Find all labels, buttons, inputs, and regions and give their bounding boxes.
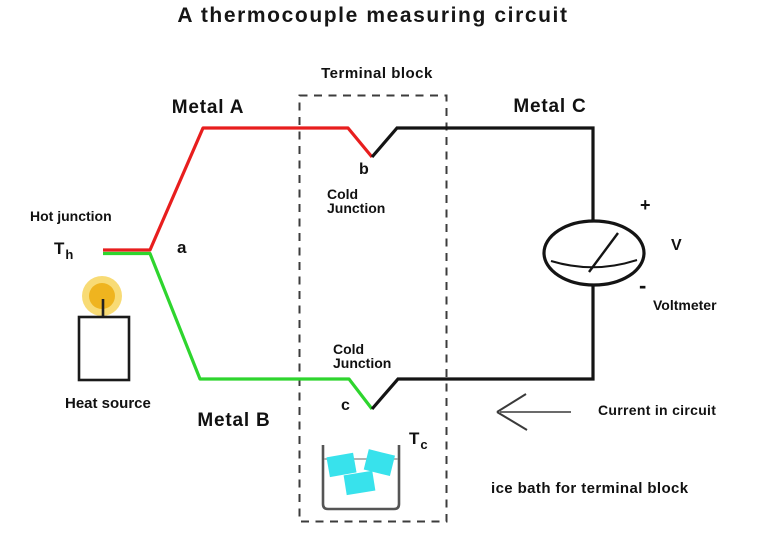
cold-junction-top-line2: Junction — [327, 200, 386, 216]
point-a-label: a — [177, 238, 187, 257]
current-in-circuit-label: Current in circuit — [598, 402, 717, 418]
cold-temp-symbol: T — [409, 429, 420, 448]
voltmeter-minus-label: - — [639, 273, 647, 298]
heat-source-label: Heat source — [65, 395, 151, 412]
wire-metal-a — [103, 126, 374, 252]
cold-junction-top-line1: Cold — [327, 186, 359, 202]
current-arrow-head-lower — [496, 411, 528, 431]
diagram-title: A thermocouple measuring circuit — [177, 4, 569, 27]
current-arrow — [496, 393, 571, 431]
voltmeter-dial — [542, 219, 646, 287]
flame-core — [89, 283, 115, 309]
metal-c-label: Metal C — [513, 96, 587, 117]
metal-a-label: Metal A — [171, 97, 245, 118]
ice-bath-beaker — [321, 445, 401, 511]
voltmeter-plus-label: + — [640, 195, 651, 215]
hot-temp-subscript: h — [65, 247, 74, 262]
ice-cube-2 — [363, 449, 396, 477]
point-b-label: b — [359, 161, 369, 178]
wire-metal-b — [103, 251, 374, 410]
cold-temp-label: Tc — [409, 429, 428, 452]
wire-metal-c-bottom — [370, 285, 595, 411]
terminal-block-dashed-box — [298, 94, 448, 523]
metal-b-label: Metal B — [197, 410, 271, 431]
beaker-outline — [321, 445, 401, 511]
cold-temp-subscript: c — [420, 437, 428, 452]
terminal-block-label: Terminal block — [321, 65, 433, 82]
wire-metal-c-top — [370, 126, 595, 223]
voltmeter-needle — [588, 232, 619, 273]
candle — [77, 276, 131, 382]
point-c-label: c — [341, 397, 350, 414]
cold-junction-bottom-line1: Cold — [333, 341, 365, 357]
hot-temp-symbol: T — [54, 239, 65, 258]
voltmeter-v-label: V — [671, 237, 682, 254]
current-arrow-head-upper — [496, 393, 527, 413]
candle-body — [77, 315, 131, 382]
ice-cube-3 — [343, 470, 376, 496]
ice-bath-label: ice bath for terminal block — [491, 480, 689, 497]
voltmeter-label: Voltmeter — [653, 297, 717, 313]
ice-cube-1 — [326, 452, 357, 478]
cold-junction-bottom-line2: Junction — [333, 355, 392, 371]
hot-temp-label: Th — [54, 239, 74, 262]
hot-junction-label: Hot junction — [30, 208, 112, 224]
